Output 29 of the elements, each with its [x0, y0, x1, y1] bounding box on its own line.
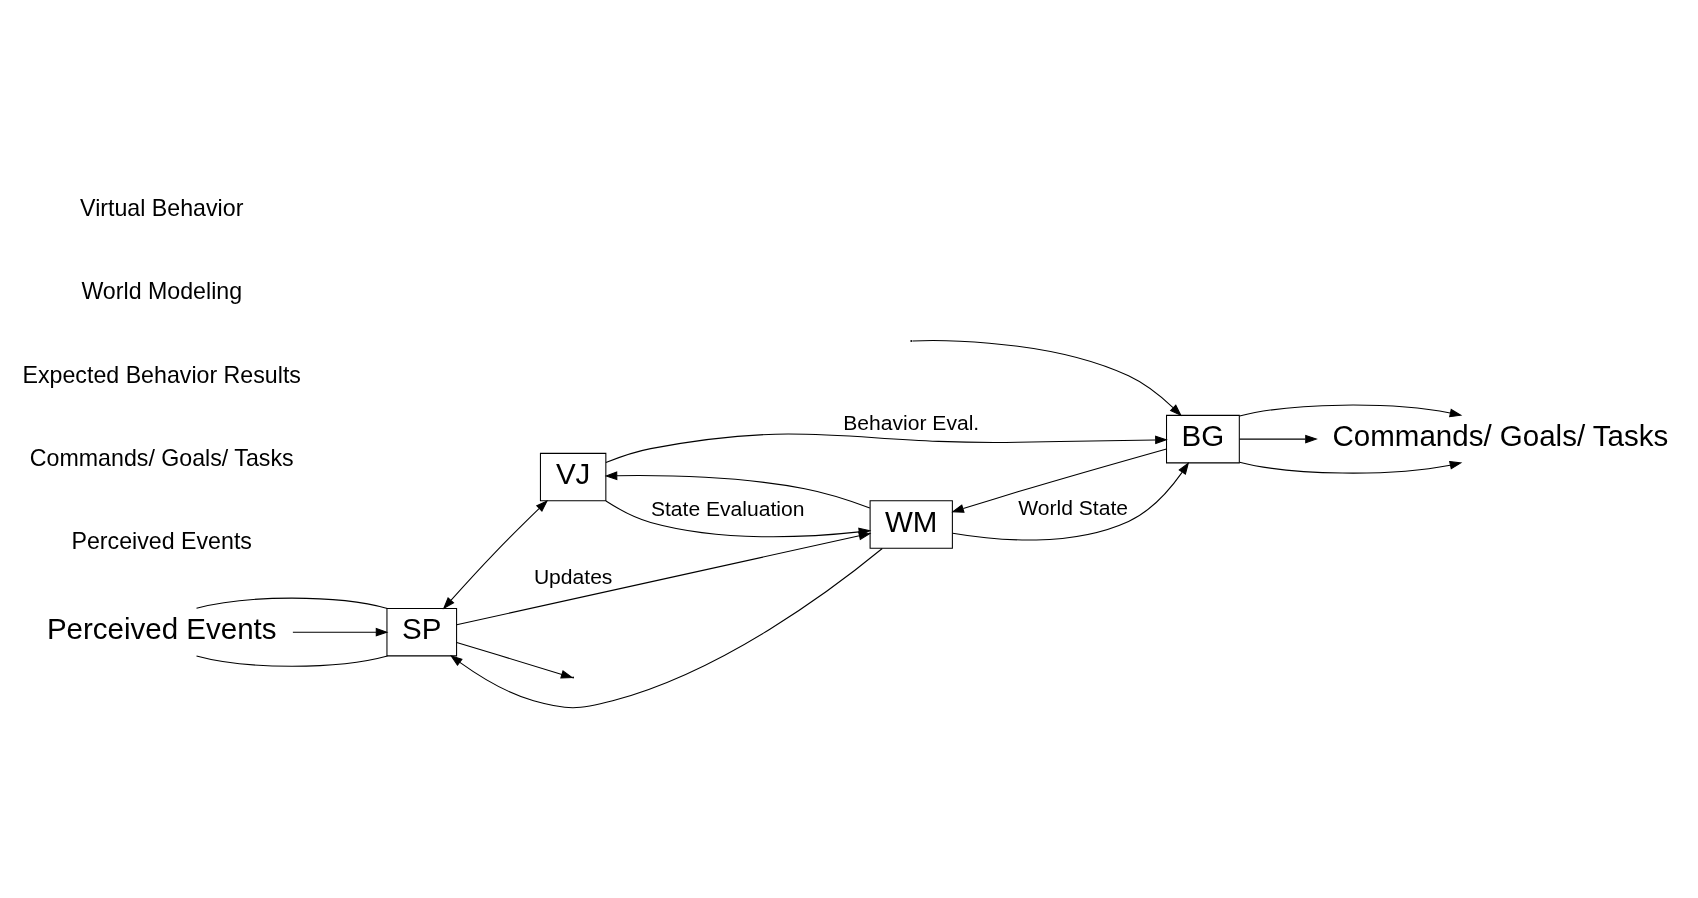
arrow [605, 433, 1168, 463]
node-text: Perceived Events [46, 611, 277, 645]
node-box: WM [869, 499, 953, 549]
label: Perceived Events [71, 527, 252, 554]
arrow [952, 461, 1190, 540]
edge-label: Behavior Eval. [843, 410, 980, 434]
arrow [951, 447, 1168, 513]
arrow [1239, 404, 1463, 417]
connector [196, 597, 388, 609]
connector [196, 654, 388, 667]
node-box: VJ [539, 452, 607, 501]
edge-label: World State [1018, 495, 1129, 519]
edge-label: State Evaluation [650, 496, 805, 520]
label: Commands/ Goals/ Tasks [29, 444, 294, 471]
node-text: Commands/ Goals/ Tasks [1332, 418, 1669, 452]
arrow [1239, 460, 1463, 474]
label: World Modeling [81, 277, 243, 304]
node-box: BG [1166, 414, 1240, 463]
arrow [605, 500, 872, 537]
arrow [442, 499, 549, 609]
edge-label: Updates [533, 564, 613, 588]
label: Virtual Behavior [80, 194, 244, 221]
arrow [911, 339, 1182, 416]
node-box: SP [386, 607, 458, 656]
arrow [1239, 434, 1318, 444]
label: Expected Behavior Results [22, 361, 301, 388]
arrow [604, 470, 871, 508]
arrow [292, 627, 389, 637]
arrow [449, 547, 883, 708]
